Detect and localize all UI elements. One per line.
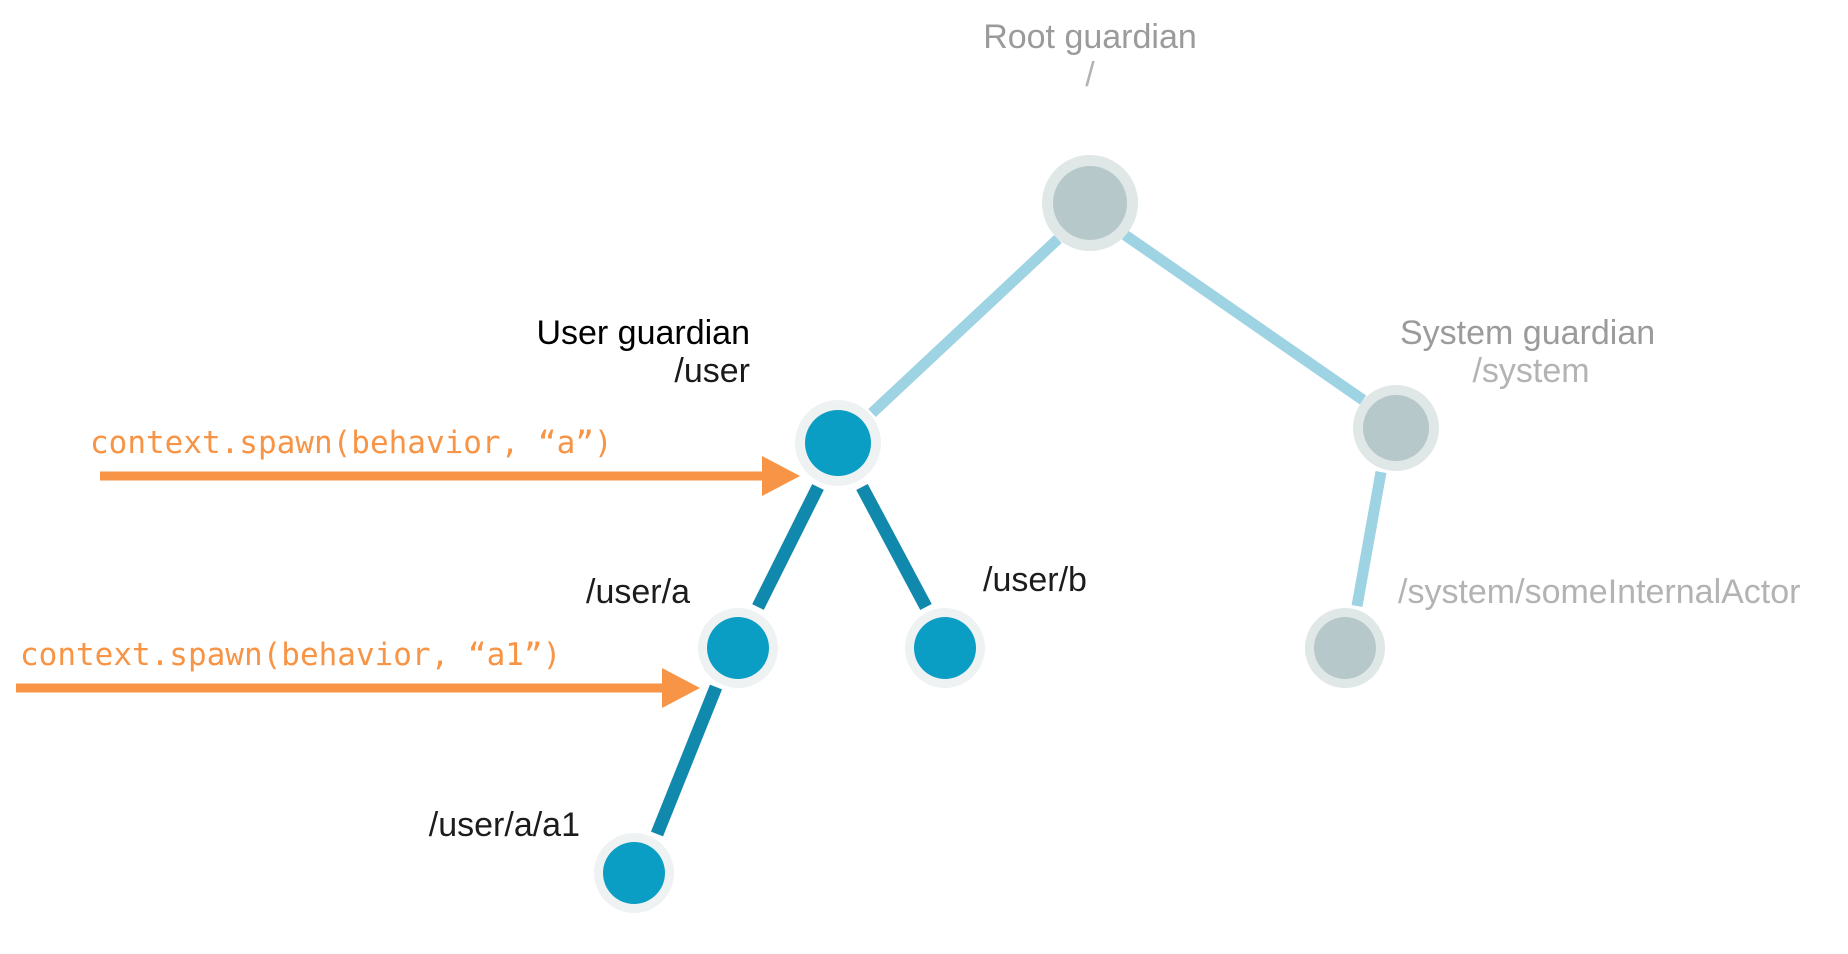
label-user-guardian: User guardian /user <box>300 314 750 390</box>
edge-root-system <box>1121 230 1367 405</box>
label-root-guardian-path: / <box>1085 56 1095 95</box>
node-system-guardian[interactable] <box>1353 385 1439 471</box>
node-root[interactable] <box>1042 155 1138 251</box>
spawn-a-arrow <box>100 456 800 496</box>
spawn-a1-arrow <box>16 668 700 708</box>
label-user-guardian-title: User guardian <box>536 314 750 352</box>
annotation-spawn-a1-text: context.spawn(behavior, “a1”) <box>20 637 562 673</box>
label-system-guardian-path: /system <box>1472 352 1590 391</box>
edge-usera-usera1 <box>650 684 723 837</box>
edge-root-user <box>868 234 1062 418</box>
node-user-b[interactable] <box>905 608 985 688</box>
node-user-b-core <box>914 617 976 679</box>
node-system-guardian-core <box>1363 395 1429 461</box>
node-user-a-a1[interactable] <box>594 833 674 913</box>
label-user-a-path: /user/a <box>586 573 690 611</box>
node-user-a-a1-core <box>603 842 665 904</box>
label-root-guardian: Root guardian / <box>890 18 1290 94</box>
node-user-guardian[interactable] <box>795 400 881 486</box>
node-user-a[interactable] <box>698 608 778 688</box>
label-user-a-a1-path: /user/a/a1 <box>428 806 580 844</box>
node-system-someinternalactor-core <box>1314 617 1376 679</box>
edge-user-usera <box>752 484 824 610</box>
label-user-b-path: /user/b <box>983 561 1087 599</box>
node-user-a-core <box>707 617 769 679</box>
node-root-core <box>1053 166 1127 240</box>
label-user-guardian-path: /user <box>674 352 750 391</box>
edge-user-userb <box>856 483 932 611</box>
label-system-guardian-title: System guardian <box>1400 314 1656 352</box>
label-system-someinternalactor-path: /system/someInternalActor <box>1398 573 1801 611</box>
label-system-guardian: System guardian /system <box>1400 314 1840 390</box>
label-root-guardian-title: Root guardian <box>983 18 1197 56</box>
annotation-spawn-a-text: context.spawn(behavior, “a”) <box>90 425 613 461</box>
node-system-someinternalactor[interactable] <box>1305 608 1385 688</box>
node-user-guardian-core <box>805 410 871 476</box>
edge-system-someinternalactor <box>1351 471 1387 607</box>
